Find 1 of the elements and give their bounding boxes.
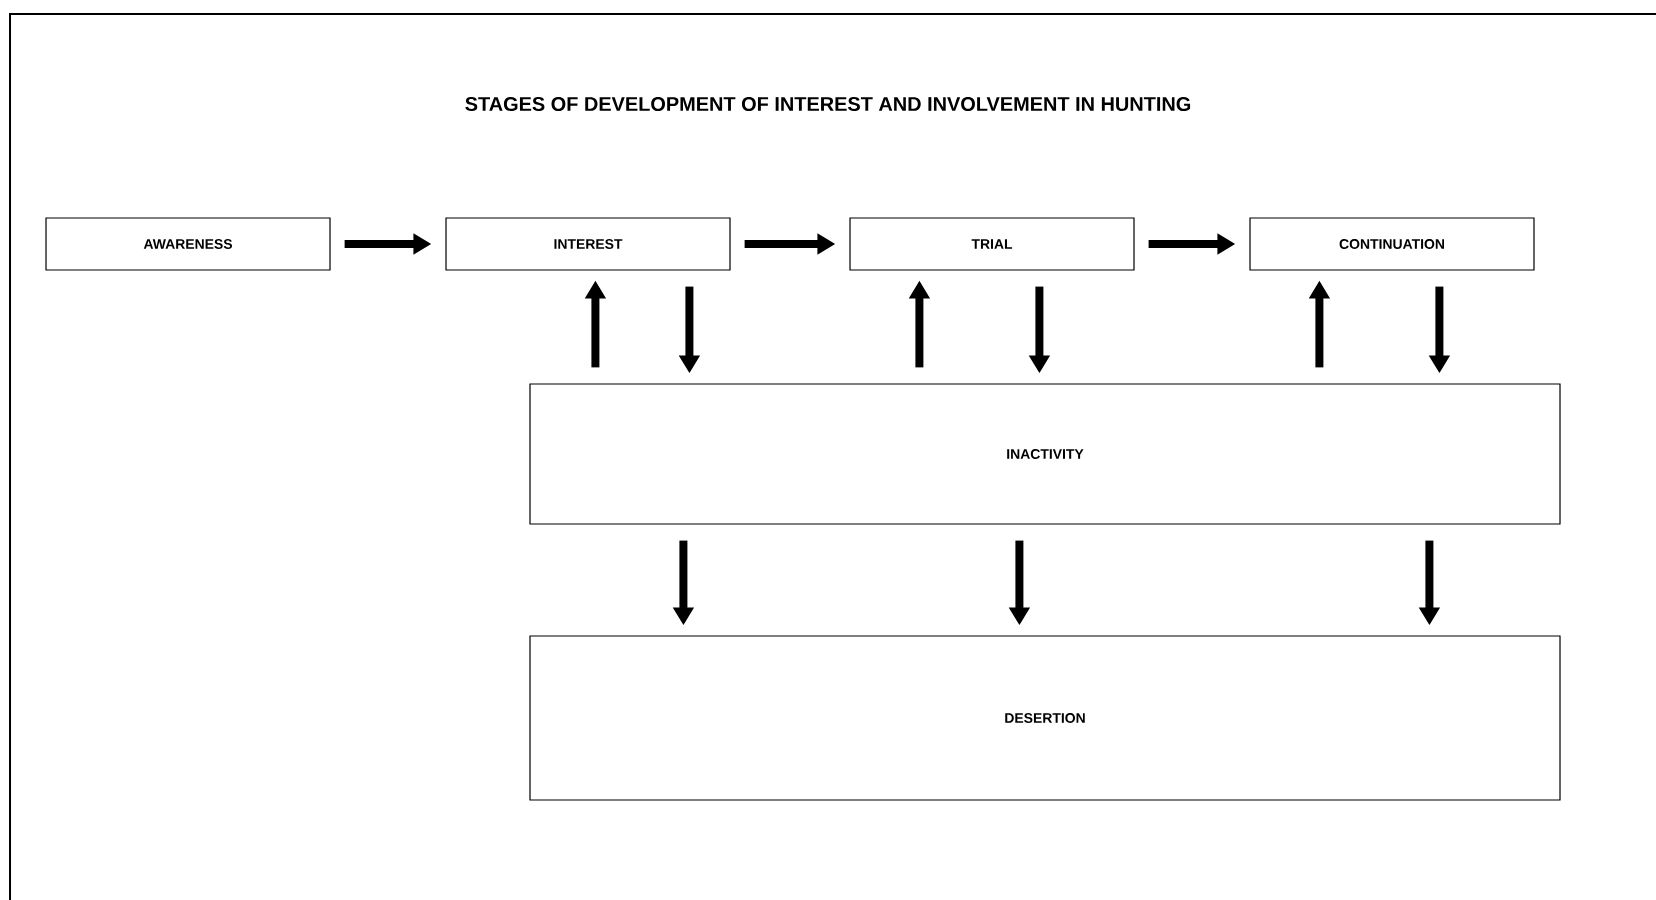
diagram-title: STAGES OF DEVELOPMENT OF INTEREST AND INVOLVEMENT IN HUNTING (465, 96, 1191, 112)
